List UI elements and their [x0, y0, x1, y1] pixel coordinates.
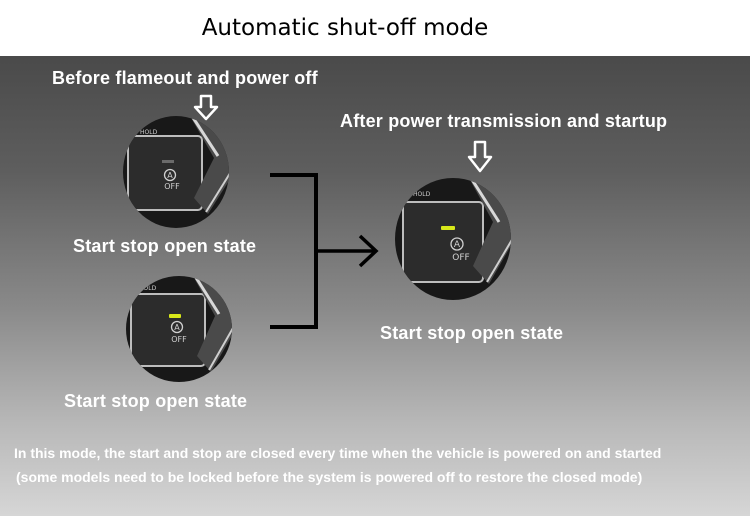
- page-title: Automatic shut-off mode: [201, 15, 489, 41]
- bracket-connector: [270, 173, 379, 329]
- svg-text:A: A: [174, 323, 180, 332]
- svg-text:OFF: OFF: [171, 335, 187, 344]
- start-stop-button-bottom: A OFF HOLD: [126, 276, 232, 382]
- svg-text:OFF: OFF: [164, 182, 180, 191]
- down-arrow-icon: [467, 140, 493, 173]
- start-stop-button-top: A OFF HOLD: [123, 116, 229, 228]
- down-arrow-icon: [193, 94, 219, 121]
- indicator-light-on: [169, 314, 181, 318]
- title-bar: Automatic shut-off mode: [0, 0, 750, 56]
- before-label: Before flameout and power off: [52, 68, 318, 88]
- diagram-panel: [0, 56, 750, 516]
- svg-text:OFF: OFF: [452, 253, 469, 263]
- svg-text:HOLD: HOLD: [413, 191, 431, 198]
- note-line-1: In this mode, the start and stop are clo…: [14, 445, 662, 461]
- svg-text:HOLD: HOLD: [139, 285, 157, 292]
- svg-text:HOLD: HOLD: [140, 129, 158, 136]
- indicator-light-on: [441, 226, 455, 230]
- state-label-top: Start stop open state: [73, 236, 257, 256]
- start-stop-button-right: A OFF HOLD: [395, 178, 511, 300]
- note-line-2: (some models need to be locked before th…: [16, 469, 643, 485]
- svg-text:A: A: [454, 240, 461, 250]
- after-label: After power transmission and startup: [340, 111, 668, 131]
- indicator-light-off: [162, 160, 174, 163]
- state-label-right: Start stop open state: [380, 323, 564, 343]
- state-label-bottom: Start stop open state: [64, 391, 248, 411]
- svg-text:A: A: [167, 171, 173, 180]
